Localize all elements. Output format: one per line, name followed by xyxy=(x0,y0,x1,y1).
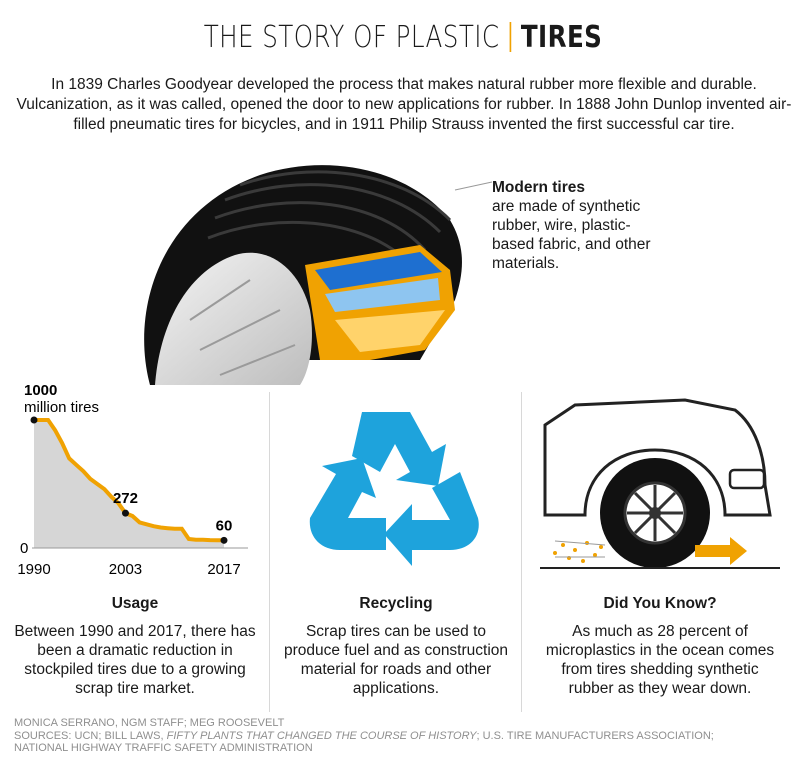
intro-paragraph: In 1839 Charles Goodyear developed the p… xyxy=(16,76,792,133)
usage-text: Between 1990 and 2017, there has been a … xyxy=(14,623,256,697)
tire-illustration xyxy=(144,165,493,385)
usage-data-label-2017: 60 xyxy=(216,517,233,534)
recycling-text: Scrap tires can be used to produce fuel … xyxy=(283,623,509,697)
usage-point-2003 xyxy=(121,509,129,517)
credits-sources-post: ; U.S. TIRE MANUFACTURERS ASSOCIATION; xyxy=(476,729,714,742)
x-tick-1990: 1990 xyxy=(17,561,50,578)
tire-rim xyxy=(155,252,312,385)
tire-callout: Modern tires are made of synthetic rubbe… xyxy=(492,178,672,273)
credits-line-3: NATIONAL HIGHWAY TRAFFIC SAFETY ADMINIST… xyxy=(14,742,313,754)
particle-motion-lines xyxy=(554,540,606,558)
chart-ylabel: million tires xyxy=(24,399,99,416)
chart-top-label: 1000 xyxy=(24,382,57,399)
usage-marks: 272 60 1990 2003 2017 xyxy=(17,416,241,578)
credits-book-title: FIFTY PLANTS THAT CHANGED THE COURSE OF … xyxy=(166,729,477,742)
credits-line-1: MONICA SERRANO, NGM STAFF; MEG ROOSEVELT xyxy=(14,717,285,729)
page-title: THE STORY OF PLASTIC TIRES xyxy=(73,20,734,55)
microplastic-particles xyxy=(553,541,603,563)
column-divider-1 xyxy=(269,392,270,712)
credits-sources-pre: SOURCES: UCN; BILL LAWS, xyxy=(14,729,167,742)
column-divider-2 xyxy=(521,392,522,712)
title-light: THE STORY OF PLASTIC xyxy=(203,20,500,55)
usage-point-1990 xyxy=(30,416,38,424)
tire-cutaway-ply xyxy=(325,278,440,312)
title-bold: TIRES xyxy=(520,20,603,55)
wheel-hub xyxy=(649,507,661,519)
usage-area xyxy=(34,420,224,548)
car-wheel-illustration xyxy=(540,398,780,569)
recycling-title: Recycling xyxy=(359,595,433,612)
y-tick-0: 0 xyxy=(20,540,28,557)
callout-heading: Modern tires xyxy=(492,179,586,196)
callout-leader-line xyxy=(454,181,493,191)
direction-arrow xyxy=(695,537,747,565)
x-tick-2003: 2003 xyxy=(109,561,142,578)
did-you-know-title: Did You Know? xyxy=(603,595,717,612)
callout-text: are made of synthetic rubber, wire, plas… xyxy=(492,198,651,272)
recycle-icon xyxy=(309,412,479,566)
tire-cutaway-belt xyxy=(315,252,442,290)
car-handle xyxy=(728,468,766,490)
car-body xyxy=(543,398,772,517)
usage-point-2017 xyxy=(220,536,228,544)
usage-title: Usage xyxy=(111,595,159,612)
usage-data-label-2003: 272 xyxy=(113,490,138,507)
usage-line xyxy=(34,418,225,543)
rim-spokes xyxy=(189,279,296,376)
did-you-know-text: As much as 28 percent of microplastics i… xyxy=(545,623,775,697)
usage-chart: 1000 million tires 0 272 60 1990 2003 2017 xyxy=(17,382,248,578)
credits-line-2: SOURCES: UCN; BILL LAWS, FIFTY PLANTS TH… xyxy=(14,730,794,743)
tire-cutaway-liner xyxy=(335,310,445,352)
title-separator xyxy=(509,22,511,52)
x-tick-2017: 2017 xyxy=(207,561,240,578)
credits: MONICA SERRANO, NGM STAFF; MEG ROOSEVELT… xyxy=(14,717,794,755)
